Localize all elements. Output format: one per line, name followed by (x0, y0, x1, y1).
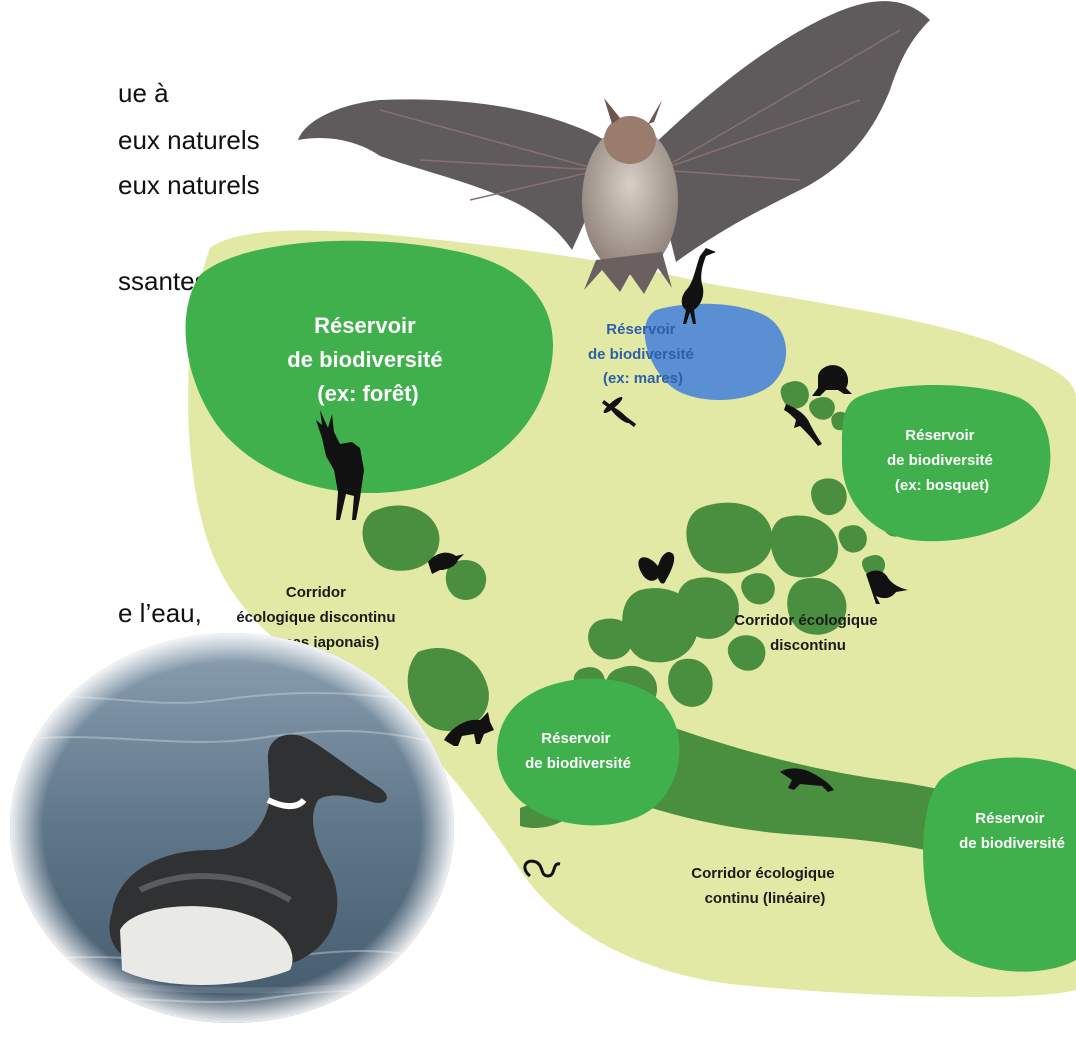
reservoir-right (923, 758, 1076, 972)
reservoir-center (497, 679, 679, 826)
